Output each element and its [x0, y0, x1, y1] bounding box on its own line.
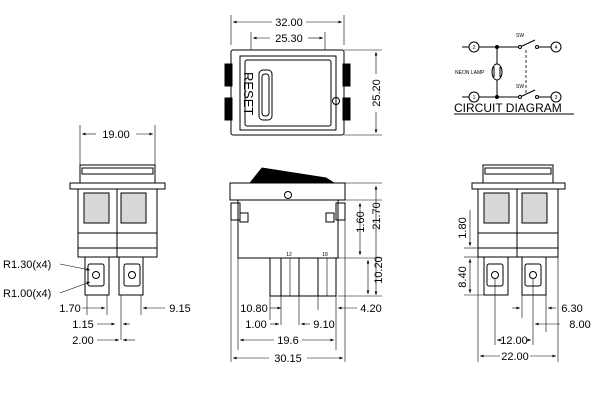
dim-top-height: 25.20: [371, 79, 383, 107]
terminal-3-label: 3: [555, 95, 558, 101]
dim-front-196: 19.6: [277, 335, 298, 347]
top-view: 32.00 25.30 RESET 25.20: [224, 15, 383, 136]
dim-left-170: 1.70: [59, 303, 80, 315]
pin-label-b: 18: [322, 252, 328, 258]
dim-right-1200: 12.00: [500, 335, 528, 347]
dim-front-2170: 21.70: [371, 202, 383, 230]
dim-front-910: 9.10: [313, 319, 334, 331]
pin-label-a: 12: [286, 252, 292, 258]
dim-front-1020: 10.20: [373, 256, 385, 284]
dim-right-840: 8.40: [457, 266, 469, 287]
sw-label-bottom: SW: [516, 84, 524, 90]
dim-front-420: 4.20: [360, 303, 381, 315]
dim-right-800: 8.00: [569, 319, 590, 331]
dim-right-2200: 22.00: [501, 351, 529, 363]
dim-left-915: 9.15: [169, 303, 190, 315]
dim-left-width: 19.00: [102, 129, 130, 141]
circuit-diagram-title: CIRCUIT DIAGRAM: [454, 101, 562, 115]
reset-label: RESET: [241, 72, 256, 115]
dim-top-width-inner: 25.30: [275, 33, 303, 45]
terminal-4-label: 4: [555, 45, 558, 51]
terminal-2-label: 2: [473, 45, 476, 51]
dim-left-115: 1.15: [72, 319, 93, 331]
dim-front-160: 1.60: [355, 211, 367, 232]
terminal-1-label: 1: [473, 95, 476, 101]
left-view: 19.00 R1.30(x4) R1.00(x4) 1.70 9.15: [3, 125, 191, 347]
dim-radius-small: R1.00(x4): [3, 288, 51, 300]
dim-top-width-overall: 32.00: [275, 17, 303, 29]
neon-lamp-label: NEON LAMP: [455, 70, 485, 76]
dim-front-3015: 30.15: [274, 353, 302, 365]
dim-right-180: 1.80: [457, 217, 469, 238]
dim-left-200: 2.00: [72, 335, 93, 347]
right-view: 1.80 8.40 6.30 8.00 12.00 22.00: [457, 164, 591, 363]
terminal-4: [550, 41, 562, 53]
dim-radius-large: R1.30(x4): [3, 259, 51, 271]
terminal-3: [550, 91, 562, 103]
dim-front-1080: 10.80: [240, 303, 268, 315]
dim-front-100: 1.00: [245, 319, 266, 331]
sw-label-top: SW: [516, 33, 524, 39]
circuit-diagram: 2 4 SW NEON LAMP 1 3 SW CIRCUIT DIAGRA: [454, 33, 574, 115]
dim-right-630: 6.30: [561, 303, 582, 315]
front-view: 12 18 1.60 21.70 10.20 10.80 4.20 1.00 9…: [229, 167, 385, 365]
